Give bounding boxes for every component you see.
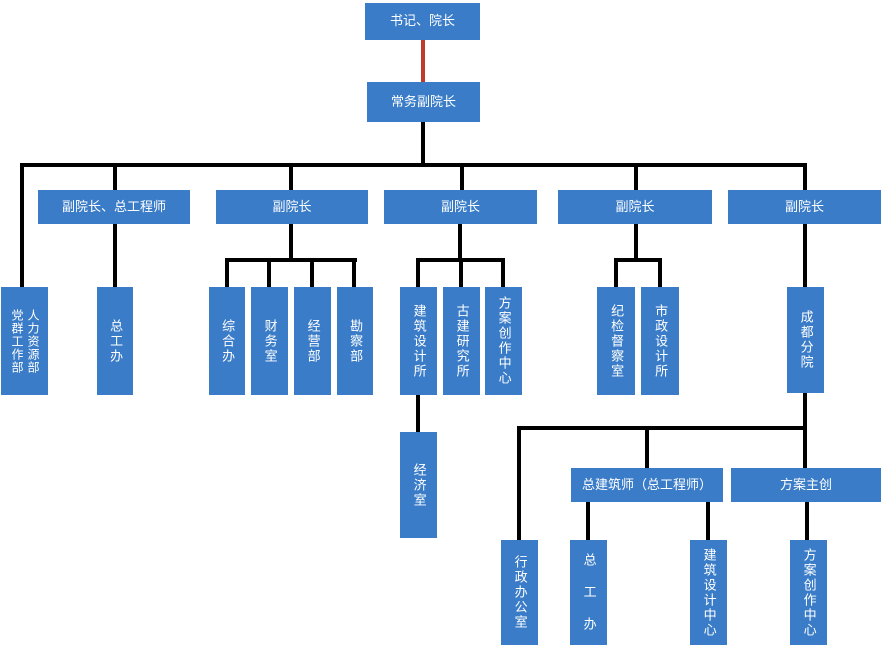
connector-drop-vp4 bbox=[803, 163, 807, 191]
node-general-office: 综合办 bbox=[209, 287, 245, 395]
connector-vp3-stem bbox=[634, 224, 638, 262]
node-discipline-office: 纪检督察室 bbox=[597, 287, 635, 395]
node-vp3: 副院长 bbox=[558, 190, 712, 224]
connector-drop-discipline-office bbox=[614, 258, 618, 288]
connector-vp1-stem bbox=[289, 224, 293, 262]
connector-to-economic-office bbox=[416, 394, 420, 432]
node-ancient-arch-institute: 古建研究所 bbox=[443, 287, 480, 395]
node-chengdu-branch: 成都分院 bbox=[787, 287, 824, 393]
node-survey-dept: 勘察部 bbox=[337, 287, 373, 395]
node-party-mass-dept-label: 党群工作部 bbox=[10, 308, 24, 374]
connector-drop-general-office bbox=[225, 258, 229, 288]
node-vp-chief-engineer: 副院长、总工程师 bbox=[38, 190, 190, 224]
connector-drop-scheme-creation-center bbox=[501, 258, 505, 288]
connector-drop-business-dept bbox=[310, 258, 314, 288]
connector-drop-ancient-arch-institute bbox=[459, 258, 463, 288]
node-scheme-creation-center-branch: 方案创作中心 bbox=[790, 540, 827, 645]
connector-drop-party-hr bbox=[20, 163, 24, 287]
connector-drop-arch-design-institute bbox=[416, 258, 420, 288]
connector-trunk bbox=[421, 122, 425, 167]
connector-drop-chief-eng-office-branch bbox=[586, 502, 590, 540]
node-admin-office: 行政办公室 bbox=[501, 540, 538, 645]
connector-vp1-horizontal bbox=[225, 258, 357, 262]
node-exec-vice-dean: 常务副院长 bbox=[367, 82, 480, 122]
node-party-mass-and-hr-dept: 党群工作部 人力资源部 bbox=[1, 287, 48, 395]
node-economic-office: 经济室 bbox=[400, 432, 437, 538]
node-finance-office: 财务室 bbox=[251, 287, 288, 395]
connector-branch-horizontal bbox=[517, 426, 807, 430]
node-vp4: 副院长 bbox=[728, 190, 881, 224]
connector-drop-vp-chief-engineer bbox=[113, 163, 117, 191]
node-chief-engineer-office: 总工办 bbox=[97, 287, 133, 395]
node-scheme-lead: 方案主创 bbox=[731, 468, 881, 502]
connector-drop-scheme-creation-center-branch bbox=[805, 502, 809, 540]
connector-drop-chief-architect bbox=[645, 426, 649, 468]
connector-vp2-stem bbox=[458, 224, 462, 262]
connector-chengdu-down bbox=[803, 392, 807, 430]
node-hr-dept-label: 人力资源部 bbox=[26, 308, 40, 374]
node-chief-architect: 总建筑师（总工程师） bbox=[571, 468, 723, 502]
connector-red-top bbox=[421, 40, 425, 82]
connector-vp4-to-chengdu bbox=[803, 224, 807, 288]
node-chief-engineer-office-branch: 总 工 办 bbox=[570, 540, 607, 645]
connector-drop-municipal-design bbox=[658, 258, 662, 288]
connector-drop-vp3 bbox=[634, 163, 638, 191]
connector-drop-vp2 bbox=[460, 163, 464, 191]
connector-drop-finance-office bbox=[267, 258, 271, 288]
node-business-dept: 经营部 bbox=[294, 287, 331, 395]
node-vp2: 副院长 bbox=[384, 190, 537, 224]
connector-vp3-horizontal bbox=[614, 258, 662, 262]
node-secretary-dean: 书记、院长 bbox=[365, 3, 480, 40]
node-vp1: 副院长 bbox=[216, 190, 368, 224]
connector-vpce-to-chief-eng-office bbox=[113, 224, 117, 287]
node-scheme-creation-center: 方案创作中心 bbox=[485, 287, 522, 395]
connector-drop-vp1 bbox=[289, 163, 293, 191]
connector-drop-arch-design-center bbox=[706, 502, 710, 540]
node-arch-design-center: 建筑设计中心 bbox=[690, 540, 727, 645]
connector-drop-survey-dept bbox=[352, 258, 356, 288]
connector-drop-scheme-lead bbox=[803, 426, 807, 468]
node-arch-design-institute: 建筑设计所 bbox=[400, 287, 437, 395]
node-municipal-design-institute: 市政设计所 bbox=[641, 287, 679, 395]
connector-drop-admin-office bbox=[517, 426, 521, 540]
connector-main-horizontal bbox=[20, 163, 807, 167]
